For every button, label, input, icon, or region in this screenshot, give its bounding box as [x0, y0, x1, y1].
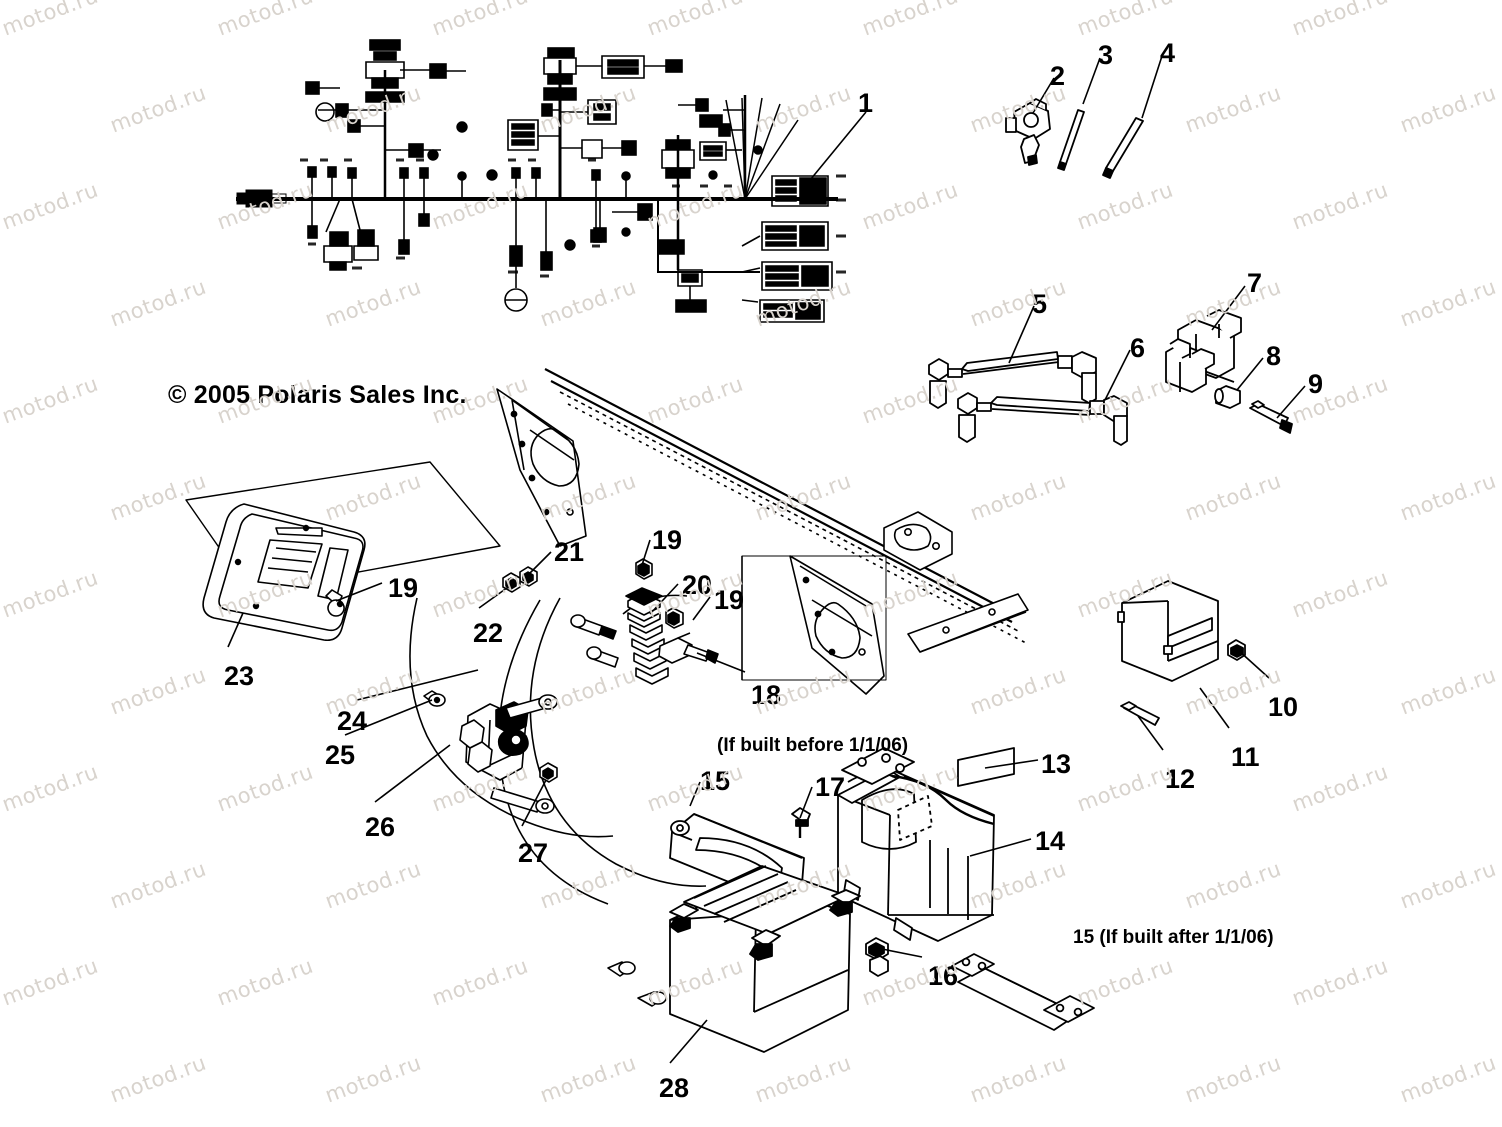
callout-number-13: 13 — [1041, 749, 1072, 779]
callout-number-28: 28 — [659, 1073, 690, 1103]
callout-number-22: 22 — [473, 618, 504, 648]
callout-number-12: 12 — [1165, 764, 1196, 794]
callout-number-14: 14 — [1035, 826, 1066, 856]
callout-number-1: 1 — [858, 88, 874, 118]
callout-number-4: 4 — [1160, 38, 1176, 68]
callout-number-23: 23 — [224, 661, 255, 691]
callout-number-24: 24 — [337, 706, 368, 736]
callout-number-19: 19 — [652, 525, 683, 555]
callout-number-3: 3 — [1098, 40, 1114, 70]
note-after: 15 (If built after 1/1/06) — [1073, 927, 1274, 948]
callout-number-9: 9 — [1308, 369, 1324, 399]
callout-number-11: 11 — [1231, 742, 1260, 772]
callout-number-17: 17 — [815, 772, 846, 802]
callout-number-18: 18 — [751, 680, 782, 710]
copyright-notice: © 2005 Polaris Sales Inc. — [168, 381, 467, 409]
callout-number-19: 19 — [714, 585, 745, 615]
note-before: (If built before 1/1/06) — [717, 735, 909, 756]
callout-number-8: 8 — [1266, 341, 1282, 371]
callout-number-5: 5 — [1032, 289, 1048, 319]
callout-number-10: 10 — [1268, 692, 1299, 722]
callout-number-26: 26 — [365, 812, 396, 842]
callout-number-15: 15 — [700, 766, 731, 796]
callout-number-7: 7 — [1247, 268, 1263, 298]
callout-number-27: 27 — [518, 838, 549, 868]
callout-number-21: 21 — [554, 537, 585, 567]
callout-number-6: 6 — [1130, 333, 1146, 363]
callout-number-20: 20 — [682, 570, 713, 600]
callout-number-2: 2 — [1050, 61, 1066, 91]
callout-number-16: 16 — [928, 961, 959, 991]
callout-number-19: 19 — [388, 573, 419, 603]
callout-number-25: 25 — [325, 740, 356, 770]
